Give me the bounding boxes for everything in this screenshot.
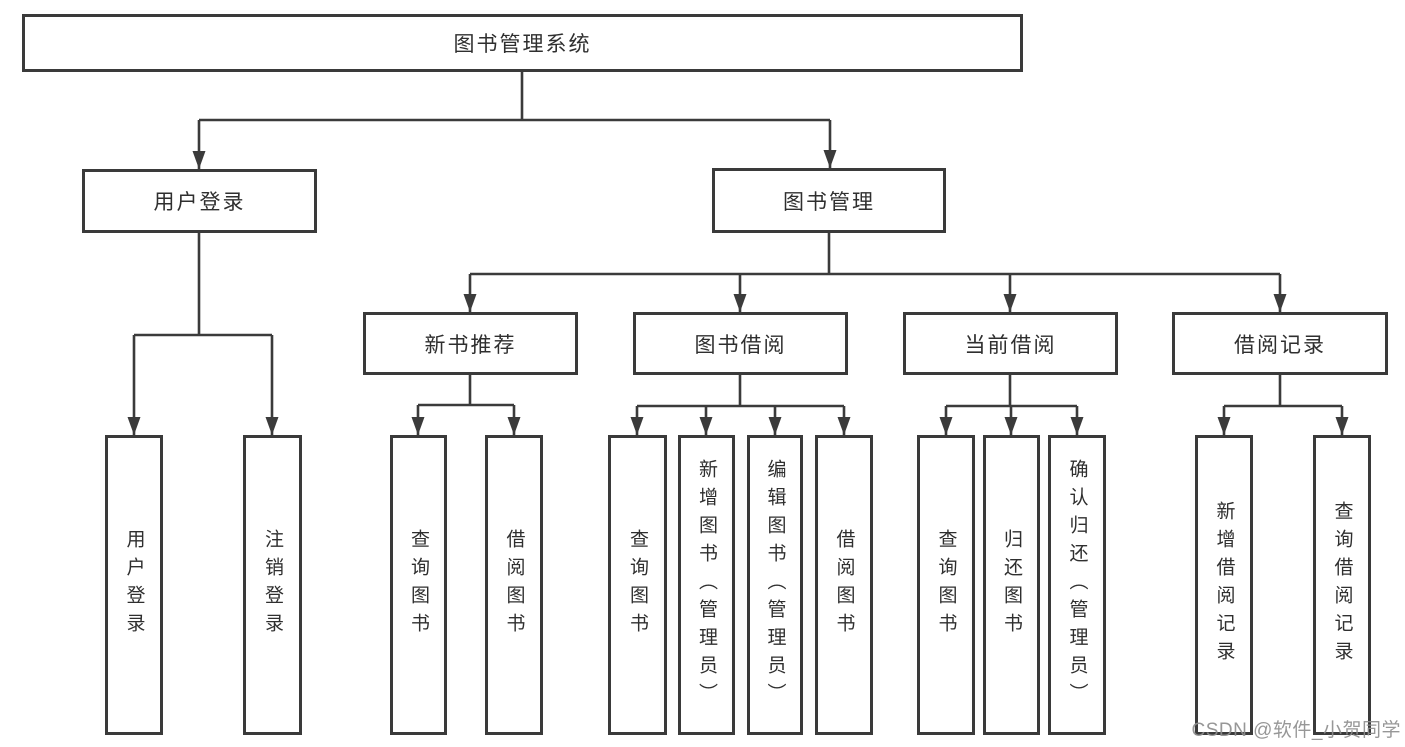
leaf-add-borrow-record: 新增借阅记录 — [1195, 435, 1253, 735]
connector-bookborrow-to-leaves — [630, 375, 851, 435]
leaf-logout-label: 注销登录 — [262, 529, 283, 641]
node-borrowing-records-label: 借阅记录 — [1234, 333, 1326, 357]
connector-newbook-to-leaves — [411, 375, 521, 435]
leaf-query-books-current-label: 查询图书 — [935, 529, 957, 641]
leaf-add-book-admin: 新增图书（管理员） — [678, 435, 735, 735]
node-new-book-recommend: 新书推荐 — [363, 312, 578, 375]
node-new-book-recommend-label: 新书推荐 — [424, 333, 517, 357]
leaf-borrow-books-borrowing: 借阅图书 — [815, 435, 873, 735]
node-current-borrowing: 当前借阅 — [903, 312, 1118, 375]
connector-currentborrow-to-leaves — [939, 375, 1084, 435]
leaf-query-books-borrowing: 查询图书 — [608, 435, 667, 735]
node-current-borrowing-label: 当前借阅 — [964, 333, 1057, 357]
leaf-edit-book-admin-label: 编辑图书（管理员） — [764, 459, 786, 711]
node-root: 图书管理系统 — [22, 14, 1023, 72]
connector-bookmgmt-to-level3 — [463, 233, 1287, 312]
csdn-watermark: CSDN @软件_小贺同学 — [1191, 720, 1401, 741]
node-borrowing-records: 借阅记录 — [1172, 312, 1388, 375]
node-root-label: 图书管理系统 — [453, 33, 592, 56]
leaf-edit-book-admin: 编辑图书（管理员） — [747, 435, 803, 735]
node-book-borrowing-label: 图书借阅 — [694, 333, 787, 357]
leaf-add-book-admin-label: 新增图书（管理员） — [696, 459, 717, 711]
leaf-user-login-label: 用户登录 — [123, 529, 145, 641]
node-user-login: 用户登录 — [82, 169, 317, 233]
leaf-user-login: 用户登录 — [105, 435, 163, 735]
leaf-query-books-borrowing-label: 查询图书 — [627, 529, 648, 641]
leaf-borrow-books-borrowing-label: 借阅图书 — [833, 529, 855, 641]
node-user-login-label: 用户登录 — [153, 191, 246, 214]
leaf-query-borrow-record: 查询借阅记录 — [1313, 435, 1371, 735]
leaf-logout: 注销登录 — [243, 435, 302, 735]
node-book-management: 图书管理 — [712, 168, 946, 233]
leaf-query-books-current: 查询图书 — [917, 435, 975, 735]
leaf-borrow-books-recommend-label: 借阅图书 — [503, 529, 525, 641]
leaf-query-books-recommend-label: 查询图书 — [408, 529, 429, 641]
node-book-borrowing: 图书借阅 — [633, 312, 848, 375]
leaf-return-books: 归还图书 — [983, 435, 1040, 735]
leaf-query-borrow-record-label: 查询借阅记录 — [1331, 501, 1353, 669]
leaf-confirm-return-admin-label: 确认归还（管理员） — [1066, 459, 1088, 711]
connector-userlogin-to-leaves — [127, 233, 279, 435]
connector-records-to-leaves — [1217, 375, 1349, 435]
leaf-query-books-recommend: 查询图书 — [390, 435, 447, 735]
leaf-add-borrow-record-label: 新增借阅记录 — [1213, 501, 1235, 669]
leaf-confirm-return-admin: 确认归还（管理员） — [1048, 435, 1106, 735]
leaf-return-books-label: 归还图书 — [1001, 529, 1022, 641]
connector-root-to-level2 — [192, 72, 837, 169]
leaf-borrow-books-recommend: 借阅图书 — [485, 435, 543, 735]
node-book-management-label: 图书管理 — [783, 190, 875, 214]
